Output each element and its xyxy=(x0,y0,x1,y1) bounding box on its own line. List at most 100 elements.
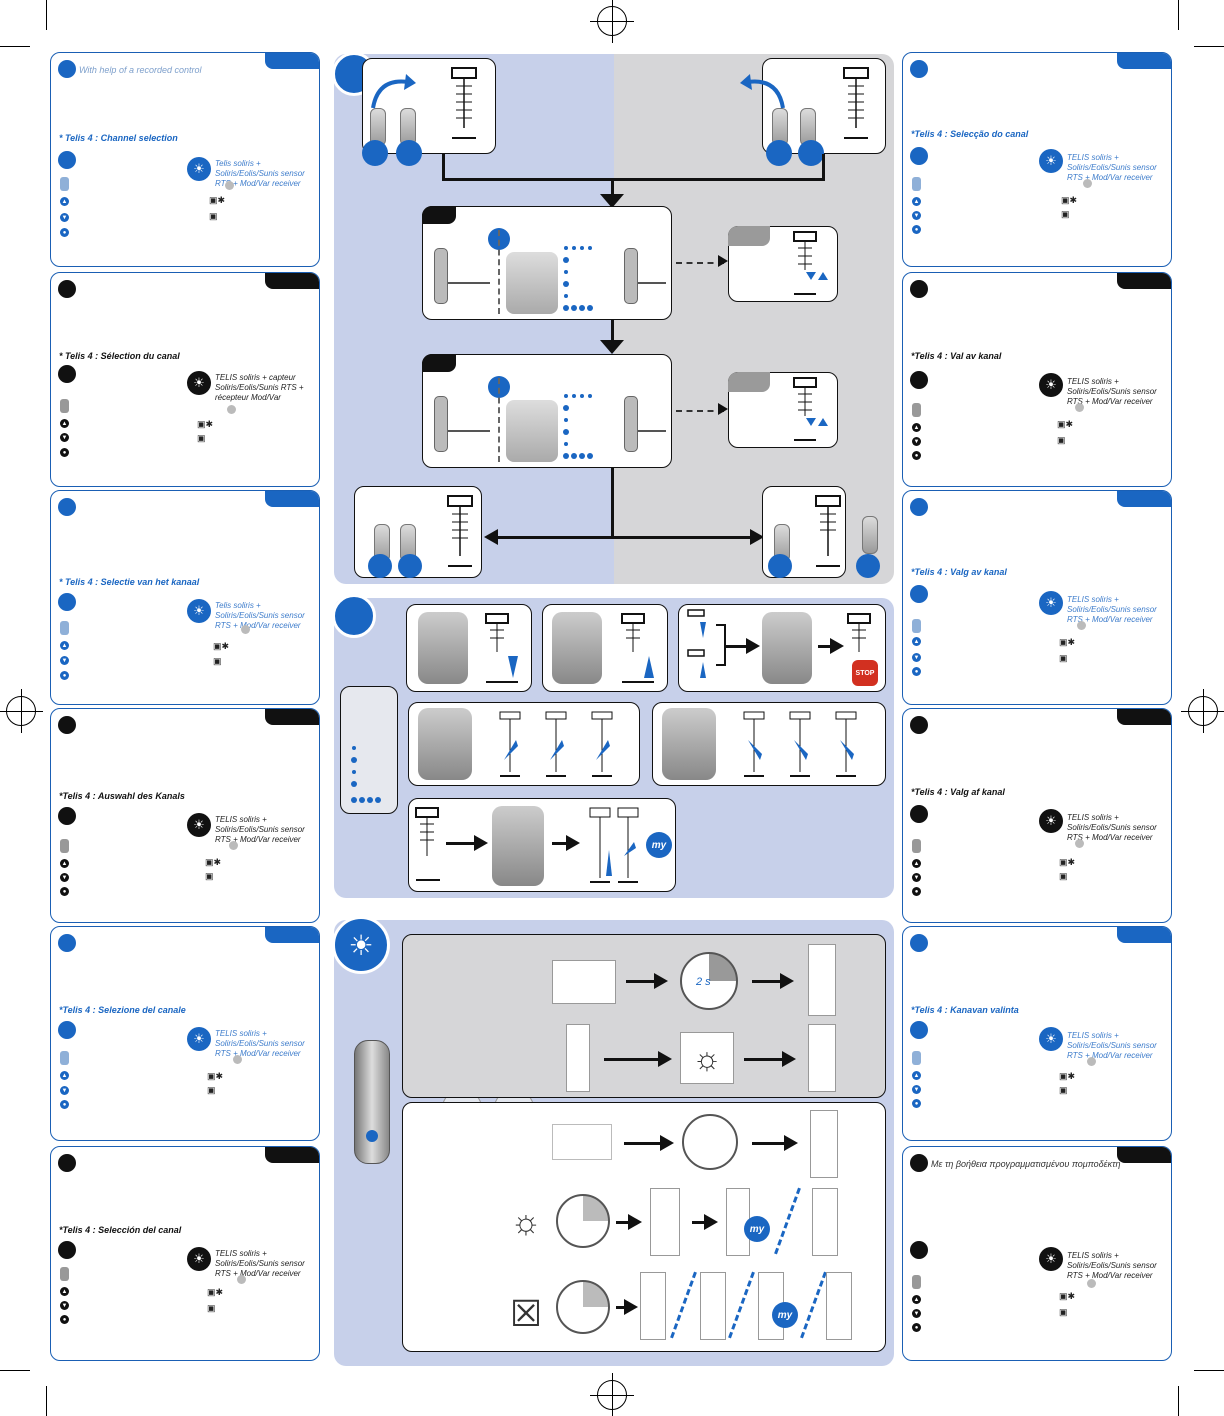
step-number-badge xyxy=(910,716,928,734)
arrow-line xyxy=(552,842,568,845)
receiver-text: TELIS soliris + Soliris/Eolis/Sunis sens… xyxy=(1067,595,1157,624)
step-number-badge xyxy=(58,593,76,611)
arrow-right-icon xyxy=(566,835,580,851)
step-number-badge xyxy=(58,1021,76,1039)
led-pattern-icon xyxy=(563,246,593,311)
remote-face-icon xyxy=(492,806,544,886)
slat-tilt-icon xyxy=(743,711,857,777)
arrow-line xyxy=(446,842,476,845)
receiver-text: TELIS soliris + Soliris/Eolis/Sunis sens… xyxy=(1067,813,1157,842)
arrow-line xyxy=(626,980,656,983)
section-title: *Telis 4 : Selecção do canal xyxy=(911,129,1029,139)
section-title: * Telis 4 : Channel selection xyxy=(59,133,178,143)
flow-line xyxy=(442,154,445,180)
step-number-badge xyxy=(910,147,928,165)
up-icon: ▲ xyxy=(60,641,69,650)
blind-up-icon xyxy=(621,613,654,683)
slat-tilt-icon xyxy=(499,711,613,777)
arrow-right-icon xyxy=(830,638,844,654)
wind-flag-icon xyxy=(552,960,616,1004)
dashed-arrow xyxy=(676,262,724,264)
no-sun-icon: ☒ xyxy=(509,1293,543,1334)
sun-off-icon: ▣ xyxy=(205,871,214,881)
panel-swedish: *Telis 4 : Val av kanal ☀ TELIS soliris … xyxy=(902,272,1172,487)
wind-flag-icon xyxy=(552,1124,612,1160)
sun-icon: ☀ xyxy=(1039,1247,1063,1271)
arrow-right-icon xyxy=(718,255,728,267)
sun-on-icon: ▣✱ xyxy=(1059,857,1076,867)
crop-mark xyxy=(1194,1370,1224,1371)
down-icon: ▼ xyxy=(60,1301,69,1310)
panel-dutch: * Telis 4 : Selectie van het kanaal ☀ Te… xyxy=(50,490,320,705)
my-icon: ● xyxy=(912,667,921,676)
up-icon: ▲ xyxy=(912,859,921,868)
crop-mark xyxy=(1178,1386,1179,1416)
section-title: *Telis 4 : Val av kanal xyxy=(911,351,1002,361)
panel-norwegian: *Telis 4 : Valg av kanal ☀ TELIS soliris… xyxy=(902,490,1172,705)
remote-icon xyxy=(60,177,69,191)
crop-mark xyxy=(1194,46,1224,47)
arrow-line xyxy=(752,1142,786,1145)
remote-face-icon xyxy=(552,612,602,684)
step-number-badge xyxy=(58,1154,76,1172)
indicator-dot xyxy=(241,625,250,634)
my-icon: ● xyxy=(60,671,69,680)
indicator-dot xyxy=(229,841,238,850)
blind-icon xyxy=(447,495,473,567)
panel-italian: *Telis 4 : Selezione del canale ☀ TELIS … xyxy=(50,926,320,1141)
crop-mark xyxy=(46,0,47,30)
down-icon: ▼ xyxy=(60,433,69,442)
arrow-line xyxy=(692,1221,706,1224)
step-badge xyxy=(398,554,422,578)
step-number-badge xyxy=(910,585,928,603)
panel-intro: Με τη βοήθεια προγραμματισμένου πομποδέκ… xyxy=(931,1159,1121,1169)
receiver-text: TELIS soliris + Soliris/Eolis/Sunis sens… xyxy=(215,1249,305,1278)
sun-on-icon: ▣✱ xyxy=(207,1071,224,1081)
down-icon: ▼ xyxy=(912,437,921,446)
my-icon: ● xyxy=(912,1323,921,1332)
sun-on-icon: ▣✱ xyxy=(207,1287,224,1297)
timer-icon xyxy=(556,1280,610,1334)
sun-off-icon: ▣ xyxy=(207,1303,216,1313)
my-icon: my xyxy=(772,1302,798,1328)
language-tab xyxy=(265,1147,319,1163)
blind-jog-icon xyxy=(793,231,828,295)
sun-icon: ☀ xyxy=(1039,149,1063,173)
antenna-line xyxy=(638,430,666,432)
up-icon: ▲ xyxy=(60,1287,69,1296)
remote-icon xyxy=(912,839,921,853)
flow-line xyxy=(822,154,825,180)
blind-icon xyxy=(566,1024,590,1092)
result-corner xyxy=(728,226,770,246)
panel-german: *Telis 4 : Auswahl des Kanals ☀ TELIS so… xyxy=(50,708,320,923)
panel-intro: With help of a recorded control xyxy=(79,65,202,75)
arrow-right-icon xyxy=(474,835,488,851)
remote-icon xyxy=(912,403,921,417)
indicator-dot xyxy=(1075,839,1084,848)
sun-off-icon: ▣ xyxy=(209,211,218,221)
step-number-badge xyxy=(58,60,76,78)
receiver-text: Telis soliris + Soliris/Eolis/Sunis sens… xyxy=(215,601,305,630)
indicator-dot xyxy=(1083,179,1092,188)
remote-icon xyxy=(912,1275,921,1289)
down-icon: ▼ xyxy=(912,653,921,662)
sun-off-icon: ▣ xyxy=(197,433,206,443)
flow-line xyxy=(496,536,752,539)
blind-icon xyxy=(451,67,477,139)
arrow-down-icon xyxy=(600,194,624,208)
up-icon: ▲ xyxy=(60,859,69,868)
blind-my-icon xyxy=(589,807,639,883)
panel-portuguese: *Telis 4 : Selecção do canal ☀ TELIS sol… xyxy=(902,52,1172,267)
arrow-right-icon xyxy=(654,973,668,989)
receiver-text: TELIS soliris + Soliris/Eolis/Sunis sens… xyxy=(215,1029,305,1058)
blind-up-result xyxy=(810,1110,838,1178)
registration-mark xyxy=(590,1373,634,1416)
dashed-divider xyxy=(498,378,500,462)
antenna-line xyxy=(638,282,666,284)
my-icon: ● xyxy=(60,1100,69,1109)
sun-icon: ☀ xyxy=(1039,591,1063,615)
result-corner xyxy=(728,372,770,392)
indicator-dot xyxy=(227,405,236,414)
up-icon: ▲ xyxy=(912,1071,921,1080)
arrow-line xyxy=(604,1058,660,1061)
